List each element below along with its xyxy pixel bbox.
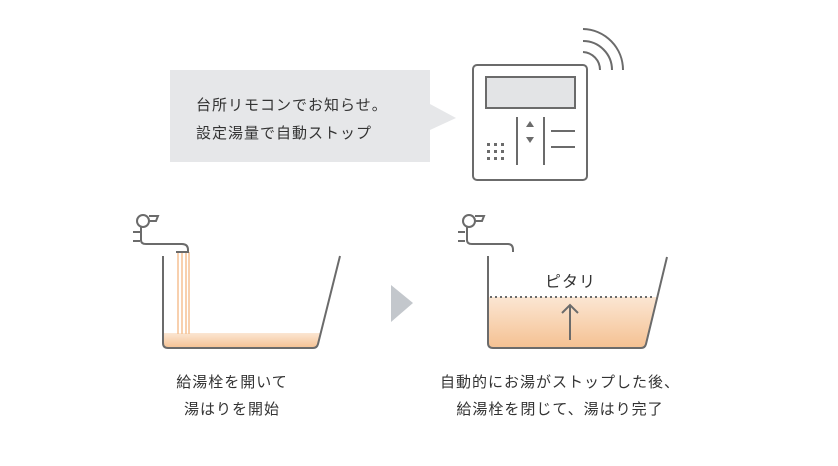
next-step-arrow-icon: [391, 285, 413, 322]
right-caption-line1: 自動的にお湯がストップした後、: [439, 373, 680, 391]
left-caption: 給湯栓を開いて 湯はりを開始: [132, 369, 332, 423]
left-caption-line1: 給湯栓を開いて: [176, 373, 288, 391]
speech-bubble: [170, 70, 456, 162]
right-caption: 自動的にお湯がストップした後、 給湯栓を閉じて、湯はり完了: [420, 369, 700, 423]
left-bathtub: [133, 214, 341, 349]
water-stream: [177, 252, 190, 334]
faucet-icon: [133, 214, 189, 253]
faucet-icon: [458, 214, 514, 252]
right-bathtub: [458, 214, 668, 349]
bubble-text-line1: 台所リモコンでお知らせ。: [196, 96, 388, 114]
bubble-text-line2: 設定湯量で自動ストップ: [196, 124, 373, 142]
wireless-signal-icon: [582, 28, 624, 71]
fill-level-label: ピタリ: [545, 272, 597, 291]
right-caption-line2: 給湯栓を閉じて、湯はり完了: [456, 400, 664, 418]
kitchen-remote-icon: [472, 64, 588, 181]
rising-arrow-icon: [561, 303, 579, 340]
left-caption-line2: 湯はりを開始: [183, 400, 280, 418]
